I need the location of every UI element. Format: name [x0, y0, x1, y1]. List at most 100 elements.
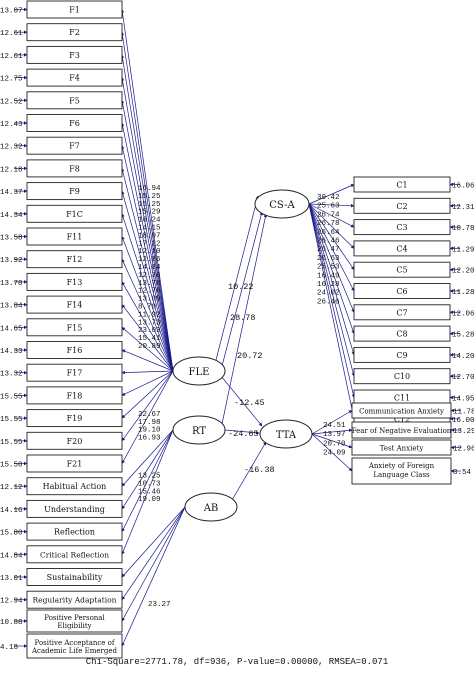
loading-path	[120, 99, 174, 372]
indicator-box-left[interactable]	[26, 272, 123, 291]
loading-path	[120, 31, 174, 372]
error-variance: 11.78	[453, 409, 474, 417]
indicator-label: F18	[67, 391, 83, 400]
indicator-box-left[interactable]	[26, 633, 123, 659]
indicator-box-csa[interactable]	[353, 325, 451, 342]
loading-path	[121, 236, 174, 372]
error-variance: 14.33	[0, 348, 23, 356]
indicator-label: C2	[396, 202, 407, 211]
indicator-box-left[interactable]	[26, 568, 123, 586]
indicator-box-left[interactable]	[26, 522, 123, 541]
loading-path	[121, 506, 186, 601]
error-variance: 15.28	[452, 332, 474, 340]
loading-path	[308, 203, 356, 398]
indicator-box-left[interactable]	[26, 23, 123, 42]
latent-rt[interactable]	[172, 415, 226, 445]
indicator-box-left[interactable]	[26, 545, 123, 564]
loading-value: 14.84	[138, 264, 161, 272]
indicator-box-left[interactable]	[26, 136, 123, 155]
loading-value: 22.67	[138, 411, 161, 419]
indicator-box-csa[interactable]	[353, 283, 451, 299]
error-variance: 13.29	[453, 428, 474, 436]
indicator-box-left[interactable]	[26, 182, 123, 201]
indicator-box-left[interactable]	[26, 386, 123, 405]
loading-value: 26.63	[317, 255, 340, 263]
error-variance: 15.55	[0, 439, 23, 447]
loading-value: 12.10	[138, 248, 161, 256]
indicator-label: C11	[394, 394, 410, 403]
indicator-label: Reflection	[54, 528, 95, 537]
indicator-box-left[interactable]	[26, 204, 123, 223]
loading-value: 15.41	[138, 335, 161, 343]
indicator-box-csa[interactable]	[353, 197, 451, 214]
indicator-box-left[interactable]	[26, 114, 123, 132]
indicator-box-left[interactable]	[26, 0, 123, 19]
loading-value: 15.25	[138, 201, 161, 209]
error-variance: 4.18	[0, 644, 18, 652]
indicator-box-left[interactable]	[26, 227, 123, 246]
loading-path	[308, 203, 356, 420]
indicator-label: Communication Anxiety	[359, 408, 444, 416]
indicator-box-left[interactable]	[26, 590, 123, 609]
error-variance: 13.01	[0, 575, 23, 583]
indicator-box-csa[interactable]	[353, 346, 451, 363]
indicator-box-csa[interactable]	[353, 304, 451, 321]
indicator-box-tta[interactable]	[351, 457, 452, 485]
loading-path	[121, 213, 174, 372]
indicator-box-left[interactable]	[26, 609, 123, 633]
error-variance: 14.95	[452, 396, 474, 404]
error-variance: 12.31	[452, 204, 474, 212]
loading-value: 13.97	[323, 431, 346, 439]
loading-value: 19.09	[138, 496, 161, 504]
indicator-box-left[interactable]	[26, 454, 123, 473]
loading-value: 18.97	[138, 232, 161, 240]
indicator-box-left[interactable]	[26, 91, 123, 110]
loading-path	[121, 281, 174, 372]
indicator-label: C1	[396, 181, 407, 190]
indicator-label: Habitual Action	[43, 482, 107, 491]
indicator-box-tta[interactable]	[351, 421, 452, 439]
error-variance: 12.61	[0, 53, 23, 61]
loading-path	[308, 203, 355, 208]
loading-path	[308, 203, 355, 228]
indicator-label: F1	[69, 6, 80, 15]
latent-fle[interactable]	[172, 356, 226, 386]
indicator-label: F3	[69, 51, 80, 60]
loading-value: 12.86	[138, 256, 161, 264]
latent-ab[interactable]	[184, 492, 238, 522]
loading-value: 15.29	[138, 209, 161, 217]
indicator-box-tta[interactable]	[351, 402, 452, 419]
indicator-box-csa[interactable]	[353, 219, 451, 236]
loading-path	[121, 370, 174, 375]
indicator-box-left[interactable]	[26, 45, 123, 64]
indicator-box-left[interactable]	[26, 341, 123, 359]
error-variance: 12.12	[0, 484, 23, 492]
error-variance: 12.70	[452, 374, 474, 382]
indicator-box-tta[interactable]	[351, 439, 452, 456]
error-variance: 13.58	[0, 235, 23, 243]
latent-tta[interactable]	[259, 419, 313, 449]
loading-value: 13.73	[138, 319, 161, 327]
indicator-box-left[interactable]	[26, 159, 123, 178]
loading-path	[121, 370, 174, 464]
indicator-box-left[interactable]	[26, 68, 123, 87]
indicator-box-left[interactable]	[26, 250, 123, 269]
indicator-box-left[interactable]	[26, 318, 123, 337]
latent-tta-label: TTA	[276, 430, 297, 441]
indicator-box-left[interactable]	[26, 363, 123, 382]
indicator-box-left[interactable]	[26, 295, 123, 314]
error-variance: 13.84	[0, 303, 23, 311]
indicator-box-csa[interactable]	[353, 261, 451, 278]
loading-path	[311, 433, 353, 449]
indicator-box-left[interactable]	[26, 409, 123, 428]
indicator-box-left[interactable]	[26, 499, 123, 518]
indicator-label: Critical Reflection	[40, 550, 109, 559]
latent-rt-label: RT	[192, 426, 206, 437]
indicator-box-csa[interactable]	[353, 368, 451, 385]
indicator-box-left[interactable]	[26, 431, 123, 450]
indicator-box-left[interactable]	[26, 477, 123, 496]
indicator-label: F17	[67, 369, 83, 378]
latent-csa[interactable]	[254, 189, 310, 219]
indicator-box-csa[interactable]	[353, 240, 451, 257]
indicator-box-csa[interactable]	[353, 176, 451, 193]
